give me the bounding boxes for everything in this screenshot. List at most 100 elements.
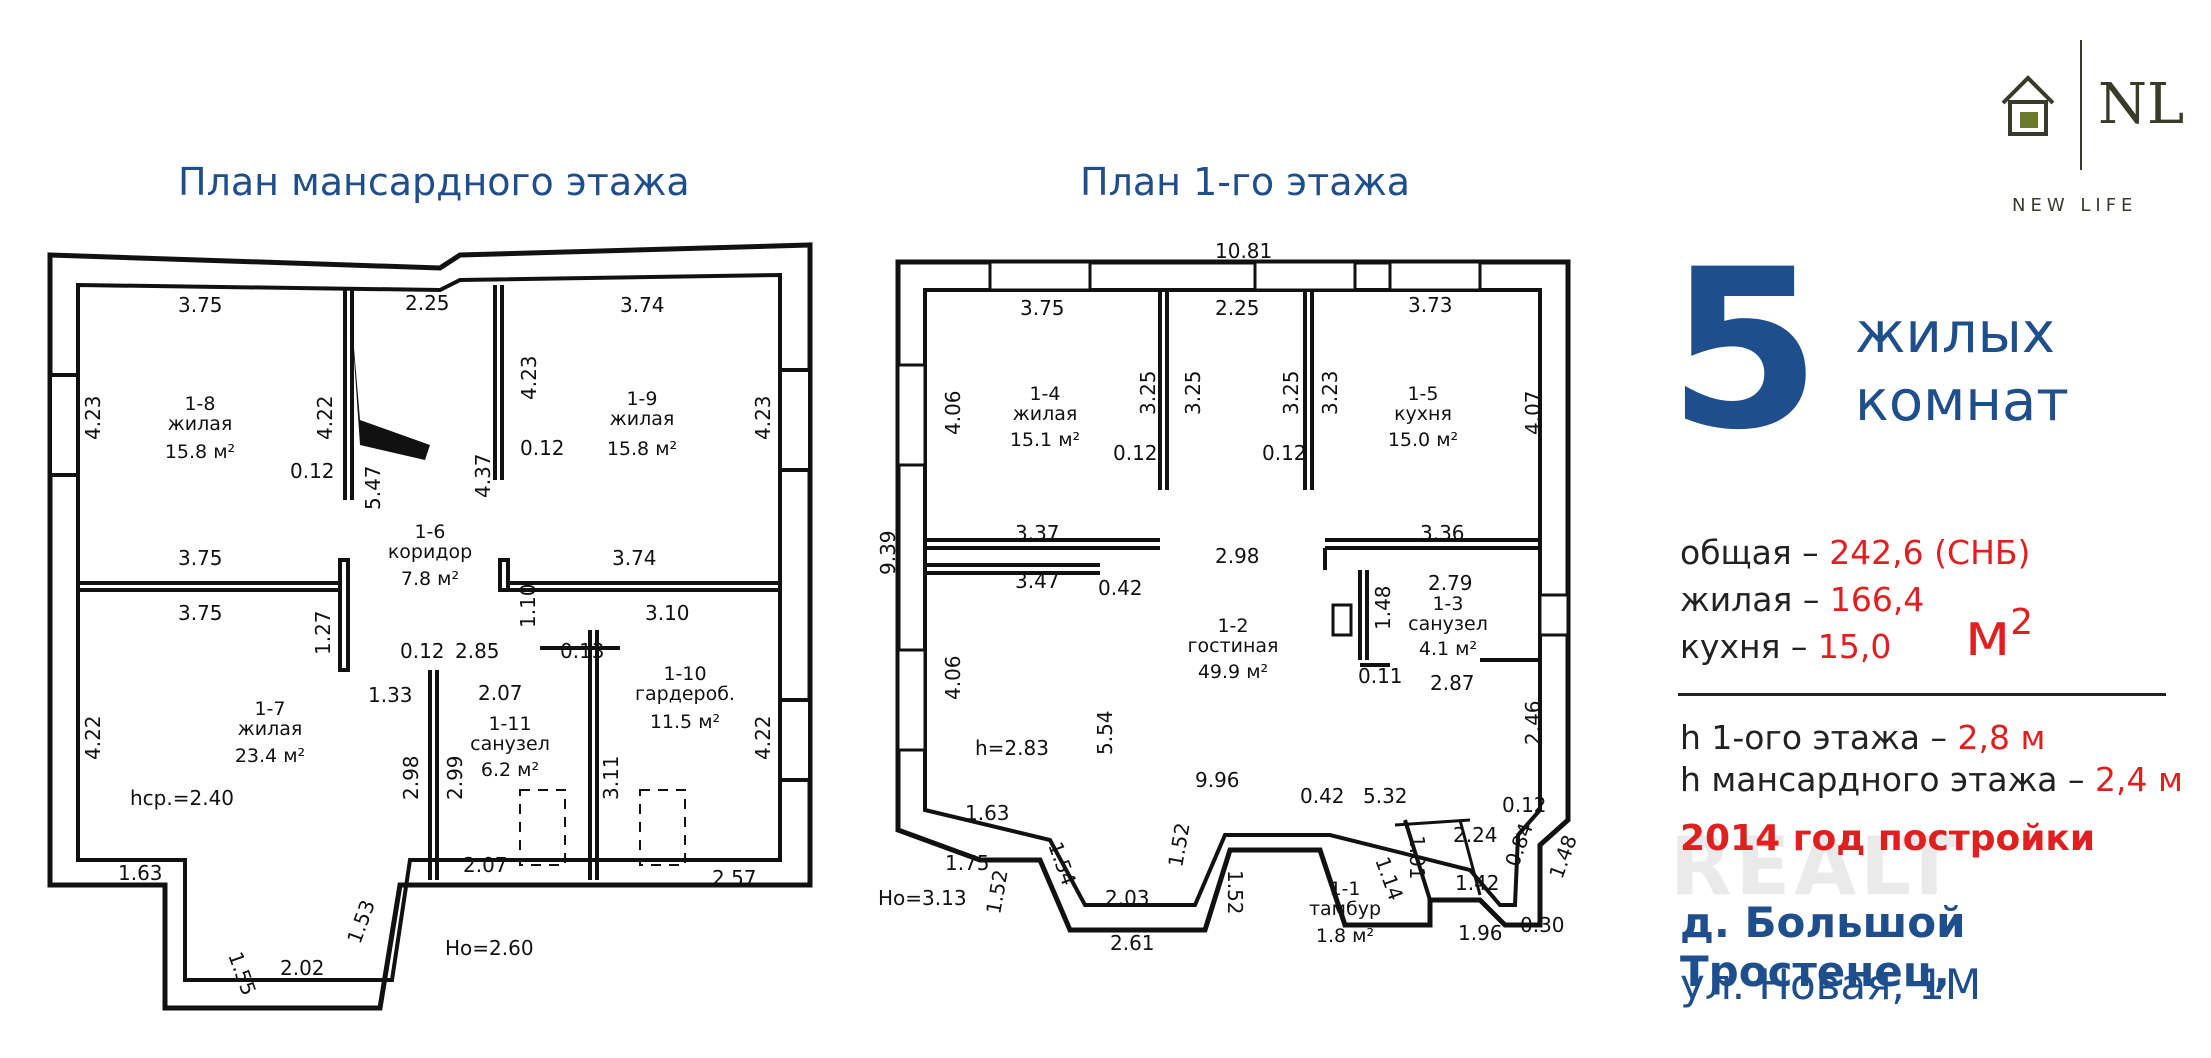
room-name: гостиная	[1188, 635, 1279, 657]
first-dim: 1.96	[1458, 921, 1503, 945]
room-id: 1-6	[414, 521, 445, 543]
address-line1: д. Большой Тростенец,	[1680, 898, 1966, 996]
attic-dimensions: 3.75 2.25 3.74 4.23 4.22 4.23 0.12 5.47 …	[81, 291, 775, 999]
logo-divider	[2080, 40, 2082, 170]
first-dim: 1.42	[1455, 871, 1500, 895]
first-dim: 0.11	[1358, 664, 1403, 688]
first-dim: 3.73	[1408, 293, 1453, 317]
first-dim: 2.24	[1453, 823, 1498, 847]
room-id: 1-4	[1029, 383, 1060, 405]
attic-dim: 1.27	[311, 610, 335, 655]
house-thumbs-up-icon	[1998, 68, 2058, 143]
attic-dim: 0.12	[290, 459, 335, 483]
area-value: 242,6 (СНБ)	[1829, 533, 2031, 572]
first-dim: 0.12	[1262, 441, 1307, 465]
first-dim: 1.52	[1223, 870, 1247, 915]
first-dim: 2.87	[1430, 671, 1475, 695]
room-name: жилая	[238, 718, 303, 740]
first-dim: 10.81	[1215, 239, 1272, 263]
attic-dim: 4.37	[471, 453, 495, 498]
first-dim: 0.42	[1098, 576, 1143, 600]
first-dim: 1.52	[1163, 821, 1194, 869]
first-dim: 3.23	[1318, 370, 1342, 415]
area-living: жилая – 166,4	[1680, 580, 1924, 619]
attic-dim: 4.22	[313, 395, 337, 440]
attic-dim: 2.25	[405, 291, 450, 315]
attic-dim: 1.10	[516, 583, 540, 628]
room-id: 1-2	[1217, 615, 1248, 637]
first-dim: 0.12	[1113, 441, 1158, 465]
room-area: 23.4 м²	[235, 745, 305, 767]
room-count-line1: жилых	[1855, 301, 2055, 366]
room-id: 1-5	[1407, 383, 1438, 405]
first-dim: 1.01	[1405, 835, 1429, 880]
area-unit: м2	[1965, 600, 2034, 670]
first-floor-room-labels: 1-4 жилая 15.1 м² 1-5 кухня 15.0 м² 1-2 …	[1010, 383, 1488, 947]
room-name: жилая	[610, 408, 675, 430]
first-dim: 2.61	[1110, 931, 1155, 955]
first-dim: 1.52	[981, 868, 1012, 916]
attic-ho: Hо=2.60	[445, 936, 534, 960]
first-dim: 4.06	[941, 655, 965, 700]
attic-dim: 1.53	[342, 897, 380, 947]
room-name: жилая	[1013, 403, 1078, 425]
first-dim: 2.79	[1428, 571, 1473, 595]
first-dim: 3.36	[1420, 521, 1465, 545]
first-dim: 9.39	[876, 530, 900, 575]
first-dim: 2.46	[1521, 700, 1545, 745]
room-count-label: жилых комнат	[1855, 300, 2069, 436]
room-name: санузел	[470, 733, 550, 755]
first-dim: 3.25	[1181, 370, 1205, 415]
first-dim: 1.63	[965, 801, 1010, 825]
address-line2: ул. Новая, 1М	[1680, 960, 1982, 1009]
room-id: 1-3	[1432, 593, 1463, 615]
first-dim: 2.03	[1105, 886, 1150, 910]
first-dim: 4.06	[941, 390, 965, 435]
room-area: 15.8 м²	[165, 441, 235, 463]
first-dim: 1.14	[1370, 854, 1408, 904]
first-dim: 4.07	[1521, 390, 1545, 435]
attic-dim: 0.12	[400, 639, 445, 663]
attic-dim: 4.23	[81, 395, 105, 440]
room-area: 6.2 м²	[481, 759, 539, 781]
room-name: коридор	[388, 541, 472, 563]
room-area: 1.8 м²	[1316, 925, 1374, 947]
attic-dim: 0.12	[520, 436, 565, 460]
area-value: 166,4	[1829, 580, 1925, 619]
room-area: 15.8 м²	[607, 438, 677, 460]
height-value: 2,8 м	[1957, 718, 2046, 757]
room-name: санузел	[1408, 613, 1488, 635]
attic-dim: 2.85	[455, 639, 500, 663]
room-id: 1-1	[1329, 878, 1360, 900]
first-floor-plan	[895, 259, 1571, 933]
attic-dim: 4.22	[751, 715, 775, 760]
watermark: REALT	[1670, 820, 1961, 913]
room-id: 1-10	[663, 663, 706, 685]
room-name: гардероб.	[635, 683, 735, 705]
first-dim: 5.54	[1093, 710, 1117, 755]
height-attic: h мансардного этажа – 2,4 м	[1680, 760, 2183, 799]
area-label: кухня –	[1680, 627, 1818, 666]
attic-plan	[47, 242, 813, 1011]
first-dim: 0.84	[1500, 820, 1538, 870]
room-area: 11.5 м²	[650, 711, 720, 733]
room-area: 4.1 м²	[1419, 638, 1477, 660]
area-label: жилая –	[1680, 580, 1830, 619]
attic-dim: 2.99	[443, 755, 467, 800]
room-area: 49.9 м²	[1198, 661, 1268, 683]
first-dim: 0.12	[1502, 793, 1547, 817]
first-dim: 2.98	[1215, 544, 1260, 568]
area-label: общая –	[1680, 533, 1830, 572]
height-label: h 1-ого этажа –	[1680, 718, 1958, 757]
logo-brand: NL	[2098, 72, 2185, 137]
room-id: 1-11	[488, 713, 531, 735]
first-dim: 0.42	[1300, 784, 1345, 808]
attic-dim: 5.47	[361, 465, 385, 510]
attic-dim: 1.63	[118, 861, 163, 885]
area-value: 15,0	[1817, 627, 1892, 666]
attic-dim: 2.02	[280, 956, 325, 980]
first-ho: Hо=3.13	[878, 886, 967, 910]
attic-dim: 4.23	[517, 355, 541, 400]
attic-hcp: hср.=2.40	[130, 786, 234, 810]
